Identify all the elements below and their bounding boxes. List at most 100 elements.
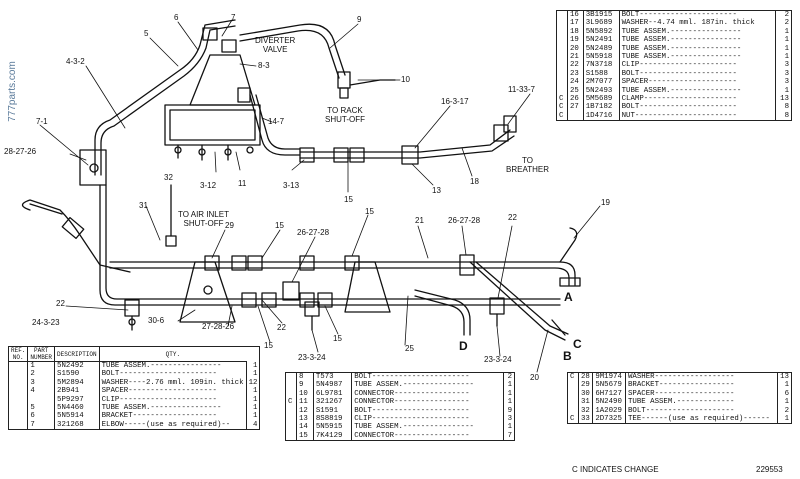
quantity: 1 — [776, 381, 792, 390]
callout-4-3-2: 4-3-2 — [66, 57, 85, 66]
description: CLIP---------------------- — [351, 415, 504, 424]
change-mark — [9, 370, 28, 378]
ref-number: 18 — [567, 27, 584, 37]
quantity: 8 — [775, 111, 792, 121]
callout-15-e: 15 — [333, 334, 342, 343]
callout-22-b: 22 — [56, 299, 65, 308]
description: TEE------(use as required)------ — [624, 415, 778, 424]
ref-number: 12 — [296, 406, 314, 416]
change-mark — [9, 387, 28, 395]
quantity: 1 — [775, 27, 792, 37]
change-mark — [9, 421, 28, 430]
part-number: S1588 — [582, 69, 620, 79]
change-mark: C — [559, 111, 564, 120]
description: BOLT---------------------- — [351, 372, 504, 382]
callout-13: 13 — [432, 186, 441, 195]
ref-number: 11 — [296, 398, 314, 407]
drawing-number: 229553 — [756, 465, 783, 474]
quantity: 1 — [502, 423, 515, 432]
quantity: 2 — [775, 19, 792, 28]
description: CLAMP--------------------- — [618, 95, 776, 104]
note-to-breather: TO BREATHER — [506, 156, 549, 174]
part-number: 5N2490 — [592, 398, 626, 407]
change-mark: C — [288, 398, 293, 407]
ref-number: 13 — [296, 415, 314, 424]
part-number: 5P9297 — [54, 395, 100, 405]
description: BOLT---------------------- — [618, 10, 776, 20]
callout-26-27-28-b: 26-27-28 — [448, 216, 481, 225]
description: CONNECTOR----------------- — [351, 389, 504, 399]
change-mark — [286, 390, 297, 398]
part-number: 5M2894 — [54, 378, 100, 388]
part-number: 2B941 — [54, 387, 100, 396]
description: BOLT---------------------- — [351, 406, 504, 416]
quantity: 12 — [245, 378, 260, 388]
quantity: 2 — [775, 10, 792, 20]
change-mark — [9, 404, 28, 412]
description: CLIP---------------------- — [98, 395, 247, 405]
ref-number: 28 — [577, 372, 593, 382]
ref-number: 27 — [567, 103, 584, 112]
quantity: 1 — [776, 415, 792, 424]
change-mark — [568, 390, 579, 398]
note-to-rack-shutoff: TO RACK SHUT-OFF — [325, 106, 365, 124]
description: BOLT---------------------- — [98, 370, 247, 379]
ref-number: 8 — [296, 372, 314, 382]
change-mark — [557, 28, 568, 36]
description: TUBE ASSEM.---------------- — [618, 36, 776, 45]
quantity: 2 — [776, 406, 792, 416]
change-mark — [557, 78, 568, 86]
callout-32: 32 — [164, 173, 173, 182]
callout-25: 25 — [405, 344, 414, 353]
callout-19: 19 — [601, 198, 610, 207]
callout-15-a: 15 — [344, 195, 353, 204]
part-number: 1A2029 — [592, 406, 626, 416]
callout-28-27-26: 28-27-26 — [4, 147, 37, 156]
ref-number: 7 — [27, 420, 55, 430]
part-number: 2M7077 — [582, 78, 620, 87]
callout-26-27-28-a: 26-27-28 — [297, 228, 330, 237]
ref-number: 32 — [577, 406, 593, 416]
change-mark — [557, 11, 568, 20]
part-number: 3B1915 — [582, 10, 620, 20]
ref-number: 6 — [27, 412, 55, 421]
quantity: 1 — [502, 389, 515, 399]
description: SPACER------------------ — [624, 389, 778, 399]
ref-number: 3 — [27, 378, 55, 388]
part-number: 1B7182 — [582, 103, 620, 112]
callout-27-28-26: 27-28-26 — [202, 322, 235, 331]
ref-number: 4 — [27, 387, 55, 396]
ref-number: 14 — [296, 423, 314, 432]
callout-15-c: 15 — [365, 207, 374, 216]
part-number: 5N2489 — [582, 44, 620, 54]
change-mark — [286, 432, 297, 441]
callout-29: 29 — [225, 221, 234, 230]
callout-6: 6 — [174, 13, 179, 22]
callout-21: 21 — [415, 216, 424, 225]
change-mark: C — [559, 95, 564, 104]
quantity: 13 — [776, 372, 792, 382]
ref-number: 26 — [567, 95, 584, 104]
callout-5: 5 — [144, 29, 149, 38]
callout-18: 18 — [470, 177, 479, 186]
change-mark — [557, 36, 568, 44]
header-description: DESCRIPTION — [54, 346, 100, 362]
part-number: 5N4460 — [54, 404, 100, 413]
part-number: 6L9781 — [312, 389, 352, 399]
